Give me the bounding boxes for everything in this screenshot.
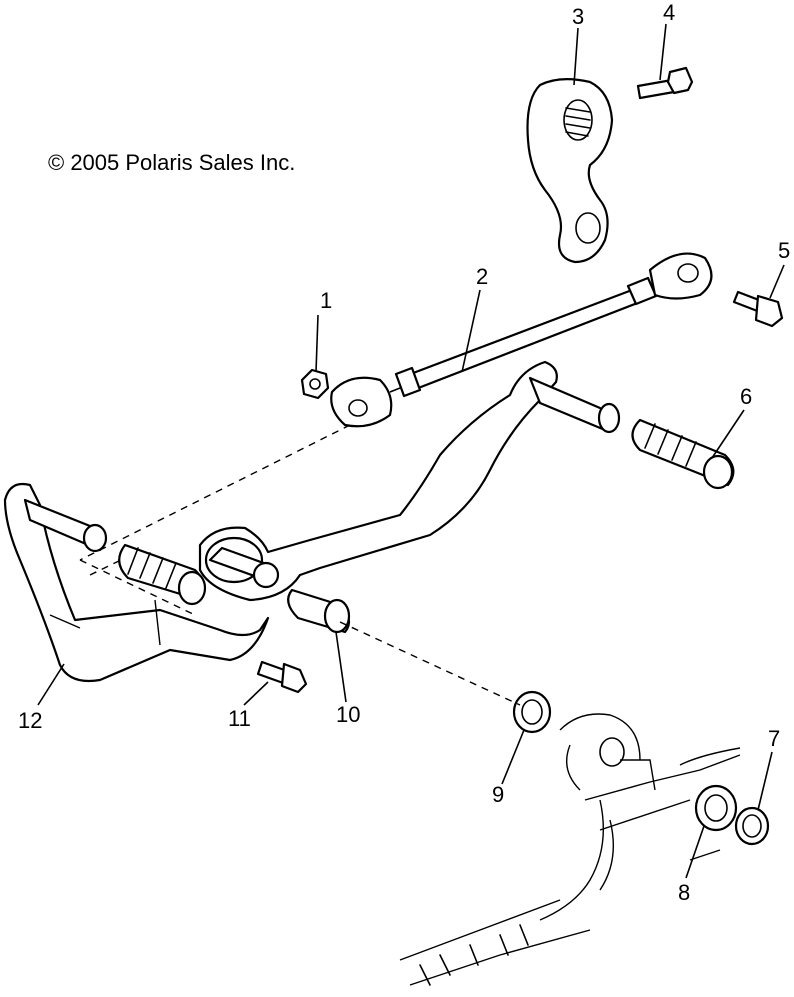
- callout-12: 12: [18, 708, 43, 733]
- frame-section: [399, 713, 741, 986]
- copyright-notice: © 2005 Polaris Sales Inc.: [48, 150, 296, 175]
- callout-1: 1: [320, 288, 333, 313]
- shift-rod-part: [330, 252, 713, 428]
- pedal-bracket-lower: [3, 482, 270, 683]
- bushing-part-10: [287, 588, 351, 634]
- washer-part-8: [694, 784, 738, 832]
- callout-8: 8: [678, 880, 691, 905]
- callout-leaders: [37, 23, 785, 879]
- callout-7: 7: [768, 726, 781, 751]
- callout-6: 6: [740, 384, 753, 409]
- callout-2: 2: [476, 264, 489, 289]
- callout-5: 5: [778, 238, 791, 263]
- bolt-part-4: [636, 66, 694, 100]
- washer-part-9: [512, 690, 552, 734]
- callout-9: 9: [492, 782, 505, 807]
- bolt-part-5: [732, 290, 784, 328]
- footpeg-rubber-upper: [631, 418, 735, 490]
- footpeg-rubber-lower: [118, 543, 207, 606]
- callout-10: 10: [336, 702, 361, 727]
- callout-11: 11: [228, 706, 251, 731]
- alignment-lines: [79, 424, 521, 706]
- bolt-part-11: [256, 660, 308, 694]
- pedal-lever: [198, 360, 621, 602]
- shift-arm-part: [526, 78, 614, 264]
- callout-3: 3: [572, 4, 585, 29]
- nut-part-1: [300, 368, 330, 400]
- callout-4: 4: [663, 0, 676, 25]
- clip-part-7: [734, 806, 770, 846]
